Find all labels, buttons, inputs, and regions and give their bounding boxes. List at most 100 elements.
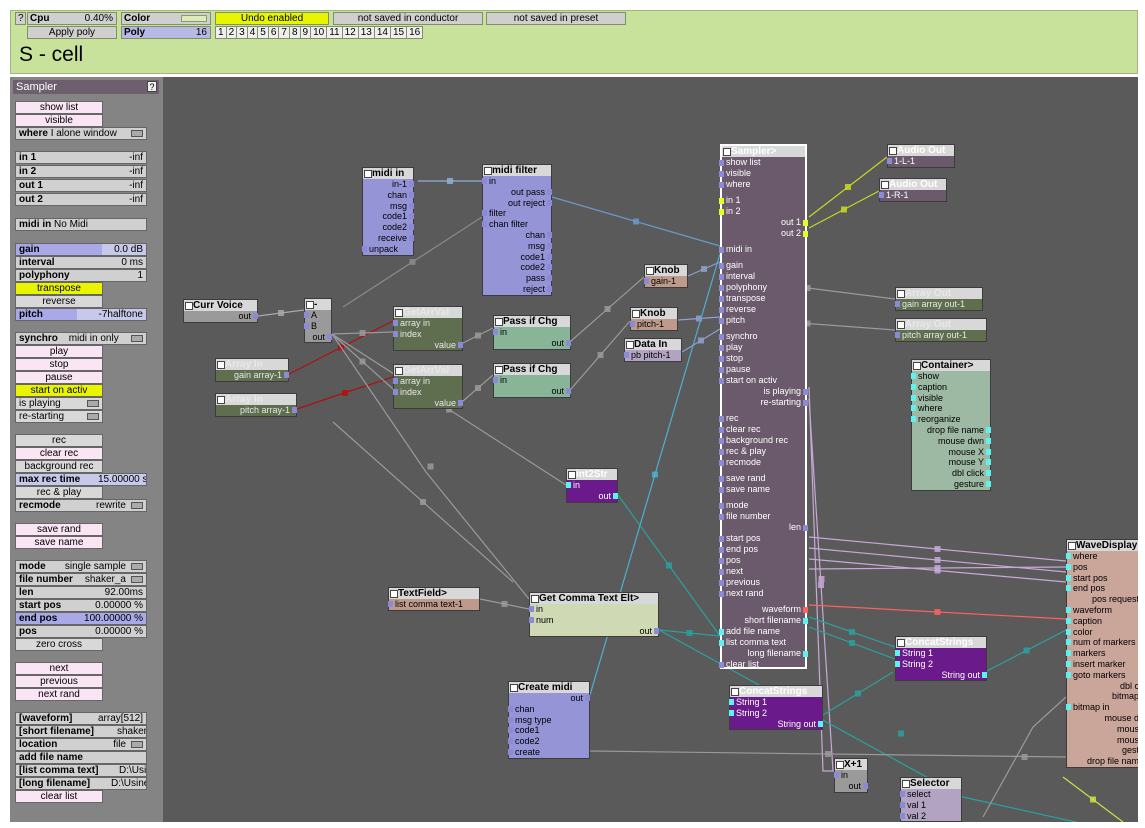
wire-handle[interactable]: [1090, 796, 1096, 803]
module-port[interactable]: code1: [508, 725, 589, 736]
port-connector[interactable]: [1066, 660, 1071, 667]
wire-handle[interactable]: [804, 320, 811, 327]
port-connector[interactable]: [986, 459, 991, 466]
wire-handle[interactable]: [934, 557, 941, 563]
module-port[interactable]: String out: [896, 670, 987, 681]
module-title[interactable]: Create midi: [509, 682, 589, 693]
module-port[interactable]: drop file name: [912, 425, 991, 436]
module-port[interactable]: code1: [363, 211, 414, 222]
port-connector[interactable]: [566, 339, 571, 346]
clear-list-button[interactable]: clear list: [15, 790, 103, 803]
port-connector[interactable]: [1066, 650, 1071, 657]
module-title[interactable]: Knob: [631, 308, 677, 319]
port-connector[interactable]: [388, 601, 393, 607]
module-port[interactable]: polyphony: [719, 282, 805, 293]
module-port[interactable]: gesture: [912, 479, 991, 490]
wire-handle[interactable]: [359, 330, 366, 336]
module-port[interactable]: String out: [730, 719, 823, 730]
module-port[interactable]: markers: [1066, 648, 1138, 659]
wire-handle[interactable]: [475, 385, 481, 391]
module-port[interactable]: bitmap in: [1066, 702, 1138, 713]
module-port[interactable]: synchro: [719, 331, 805, 342]
port-connector[interactable]: [719, 580, 724, 586]
module-title[interactable]: TextField>: [389, 588, 479, 599]
wire-handle[interactable]: [652, 471, 658, 478]
module-port[interactable]: save rand: [719, 473, 805, 484]
wire-handle[interactable]: [934, 565, 941, 571]
port-connector[interactable]: [803, 400, 808, 406]
module-port[interactable]: String 2: [729, 708, 822, 719]
port-connector[interactable]: [508, 716, 513, 723]
wire-handle[interactable]: [278, 310, 284, 316]
module-title[interactable]: Pass if Chg: [494, 316, 570, 327]
port-connector[interactable]: [900, 812, 905, 819]
save-rand-button[interactable]: save rand: [15, 523, 103, 536]
wire-handle[interactable]: [841, 206, 847, 213]
wire-handle[interactable]: [1023, 647, 1030, 654]
port-connector[interactable]: [863, 782, 868, 789]
port-connector[interactable]: [409, 191, 414, 198]
port-connector[interactable]: [508, 748, 513, 755]
module-port[interactable]: gain array out-1: [895, 299, 982, 310]
clear-rec-button[interactable]: clear rec: [15, 447, 103, 460]
module-title[interactable]: WaveDisplay: [1067, 540, 1138, 551]
port-connector[interactable]: [986, 426, 991, 433]
module-port[interactable]: next: [719, 566, 805, 577]
module-port[interactable]: array in: [393, 376, 462, 387]
port-connector[interactable]: [719, 476, 724, 482]
transpose-button[interactable]: transpose: [15, 282, 103, 295]
module-port[interactable]: mouse X: [912, 447, 991, 458]
patch-wire[interactable]: [808, 386, 834, 772]
poly-number-button[interactable]: 10: [310, 26, 328, 39]
module-port[interactable]: where: [1066, 551, 1138, 562]
wire-handle[interactable]: [1021, 754, 1028, 760]
port-connector[interactable]: [719, 171, 724, 177]
port-connector[interactable]: [719, 356, 724, 362]
module-port[interactable]: in-1: [363, 179, 414, 190]
module-port[interactable]: gain array-1: [216, 370, 289, 381]
module-port[interactable]: num of markers: [1066, 637, 1138, 648]
port-connector[interactable]: [547, 285, 552, 292]
wire-handle[interactable]: [633, 218, 639, 225]
pause-button[interactable]: pause: [15, 371, 103, 384]
show-list-button[interactable]: show list: [15, 101, 103, 114]
module-port[interactable]: in: [493, 327, 570, 338]
module-port[interactable]: mouse d: [1067, 713, 1138, 724]
wire-handle[interactable]: [818, 582, 824, 588]
port-connector[interactable]: [547, 264, 552, 271]
wire-handle[interactable]: [666, 562, 672, 569]
port-connector[interactable]: [719, 345, 724, 351]
port-connector[interactable]: [900, 801, 905, 808]
module-port[interactable]: len: [722, 522, 808, 533]
next-rand-button[interactable]: next rand: [15, 688, 103, 701]
port-connector[interactable]: [393, 330, 398, 337]
module-port[interactable]: in: [834, 770, 867, 781]
module-port[interactable]: out reject: [483, 198, 552, 209]
recmode-toggle[interactable]: [131, 502, 143, 509]
wire-handle[interactable]: [696, 315, 702, 322]
port-connector[interactable]: [986, 448, 991, 455]
port-connector[interactable]: [719, 427, 724, 433]
module-port[interactable]: file number: [719, 511, 805, 522]
color-swatch[interactable]: [181, 15, 207, 22]
port-connector[interactable]: [547, 253, 552, 260]
port-connector[interactable]: [719, 558, 724, 564]
module-port[interactable]: previous: [719, 577, 805, 588]
module-port[interactable]: in: [482, 176, 551, 187]
port-connector[interactable]: [1066, 585, 1071, 592]
module-port[interactable]: msg: [363, 201, 414, 212]
module-port[interactable]: pb pitch-1: [624, 350, 681, 361]
port-connector[interactable]: [1066, 606, 1071, 613]
module-title[interactable]: GetArrVal: [394, 365, 462, 376]
module-port[interactable]: String 2: [895, 659, 986, 670]
port-connector[interactable]: [529, 606, 534, 612]
port-connector[interactable]: [719, 160, 724, 166]
